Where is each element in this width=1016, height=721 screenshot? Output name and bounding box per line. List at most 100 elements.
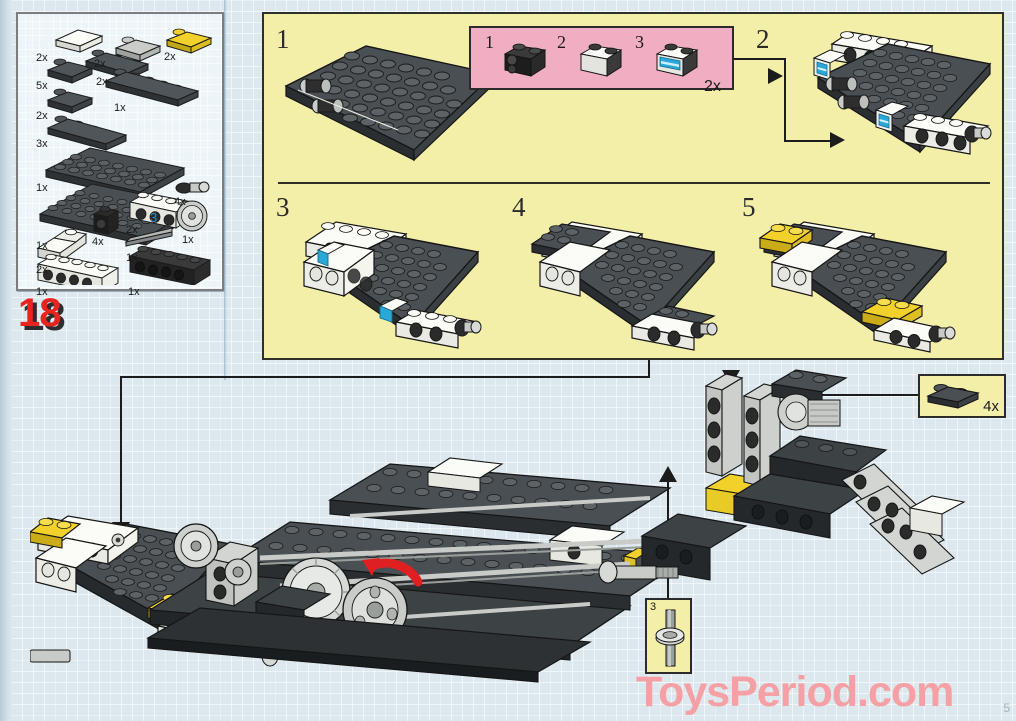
arrow-line-a1	[734, 58, 786, 60]
arrow-line-a3	[784, 140, 832, 142]
underside-beam	[146, 607, 592, 683]
subassembly-piece-3	[655, 43, 699, 77]
step-3-illustration	[302, 221, 482, 349]
part-count-2: 2x	[164, 51, 176, 63]
arrow-head-b	[768, 68, 783, 84]
arrow-line-main-h	[120, 376, 650, 378]
tower-top-plate	[770, 369, 848, 405]
part-count-11: 4x	[92, 236, 104, 248]
callout-box-axle: 3	[645, 598, 692, 674]
subassembly-callout-box: 1 2 3	[469, 26, 734, 90]
rotation-arrow-icon	[362, 558, 423, 587]
part-technic-axle-3	[124, 227, 173, 247]
part-count-3: 5x	[36, 80, 48, 92]
axle-output	[598, 560, 679, 584]
step-5-illustration	[758, 221, 956, 353]
part-count-17: 1x	[128, 286, 140, 298]
callout-axle-illustration	[655, 609, 685, 667]
subassembly-step-2-number: 2	[557, 32, 566, 52]
part-count-15: 1x	[126, 252, 138, 264]
part-count-8: 1x	[36, 182, 48, 194]
part-count-14: 1x	[182, 234, 194, 246]
yellow-plate-back-5	[758, 223, 814, 256]
part-dark-gray-1x8-plate	[104, 68, 200, 107]
axle-joiner-right	[964, 125, 992, 143]
suspension-arms	[841, 463, 966, 575]
callout-plate-illustration	[926, 383, 980, 409]
book-binding-edge	[0, 0, 12, 721]
arrow-line-a2	[784, 58, 786, 142]
part-light-gray-axle-joiner	[175, 181, 210, 194]
page-step-number: 18	[18, 291, 61, 335]
part-count-10: 2x	[36, 264, 48, 276]
step-number-4: 4	[512, 192, 526, 222]
callout-box-4x-plate: 4x	[918, 374, 1006, 418]
parts-illustrations: 3	[36, 28, 213, 285]
part-count-7: 3x	[36, 138, 48, 150]
part-count-4: 2x	[96, 76, 108, 88]
parts-inventory-box: 3	[16, 12, 224, 298]
callout-axle-length-label: 3	[650, 601, 657, 613]
arrow-line-main-v	[120, 376, 122, 526]
front-beam-left	[34, 537, 108, 593]
panel-divider	[278, 182, 990, 184]
part-count-1: 2x	[94, 58, 106, 70]
deck-white-brick	[426, 457, 504, 493]
axle-joiner-right-5	[928, 325, 956, 343]
part-dark-gray-1x6-plate	[46, 115, 128, 151]
rear-tower-assembly	[640, 369, 966, 581]
arrow-line-callout-right	[812, 394, 920, 396]
site-watermark: ToysPeriod.com	[636, 668, 954, 716]
subassembly-piece-1	[503, 43, 547, 77]
tower-gear-cluster	[777, 393, 841, 431]
part-count-5: 2x	[36, 110, 48, 122]
axle-pins-step1	[297, 78, 399, 131]
bevel-gear-small	[224, 558, 252, 586]
part-count-6: 1x	[114, 102, 126, 114]
sticker-brick-left	[812, 49, 848, 81]
step-number-1: 1	[276, 24, 290, 54]
part-count-0: 2x	[36, 52, 48, 64]
beam-left-5	[770, 241, 844, 297]
chassis-illustration	[30, 369, 966, 683]
arrow-line-main-up	[648, 360, 650, 378]
part-white-1x2-plate	[54, 29, 104, 53]
part-count-9: 1x	[36, 240, 48, 252]
part-light-gray-1x2-plate	[114, 36, 162, 62]
tower-dark-beam-2	[732, 473, 868, 539]
step-number-3: 3	[276, 192, 290, 222]
axle-joiner-right-3	[454, 319, 482, 337]
liftarm-vertical-1	[704, 373, 744, 477]
subassembly-step-1-number: 1	[485, 32, 494, 52]
axle-joiner-right-4	[690, 321, 718, 339]
axle-length-label: 3	[150, 210, 157, 225]
part-white-1x6-technic-brick	[36, 253, 120, 285]
step-4-illustration	[530, 221, 718, 351]
bevel-gear-large	[173, 523, 219, 569]
subassembly-piece-2	[579, 43, 623, 77]
step-number-5: 5	[742, 192, 756, 222]
part-light-gray-gear-wheel	[176, 200, 208, 232]
arrow-head-a	[830, 132, 845, 148]
rear-white-brick	[908, 495, 966, 537]
page-fold-shadow	[224, 0, 227, 380]
part-yellow-1x2-plate	[165, 28, 213, 54]
sticker-brick-front-3	[378, 297, 410, 323]
part-count-13: 4x	[174, 196, 186, 208]
part-dark-gray-1x2-plate	[46, 58, 94, 84]
beam-left-4	[538, 241, 612, 297]
subassembly-illustrations	[503, 43, 699, 77]
axle-pins-step2	[825, 76, 870, 110]
part-black-1x1-brick-stud	[92, 206, 120, 235]
part-count-12: 2x	[126, 224, 138, 236]
instruction-steps-panel: 1	[262, 12, 1004, 360]
page-number: 5	[1003, 701, 1010, 715]
step-1-illustration	[284, 45, 496, 162]
main-chassis-assembly	[30, 360, 990, 690]
front-yellow-plate-back	[30, 517, 82, 549]
step-2-illustration	[812, 31, 992, 155]
tower-dark-beam	[768, 435, 888, 493]
subassembly-step-3-number: 3	[635, 32, 644, 52]
step-number-2: 2	[756, 24, 770, 54]
sticker-brick-front	[874, 101, 910, 133]
